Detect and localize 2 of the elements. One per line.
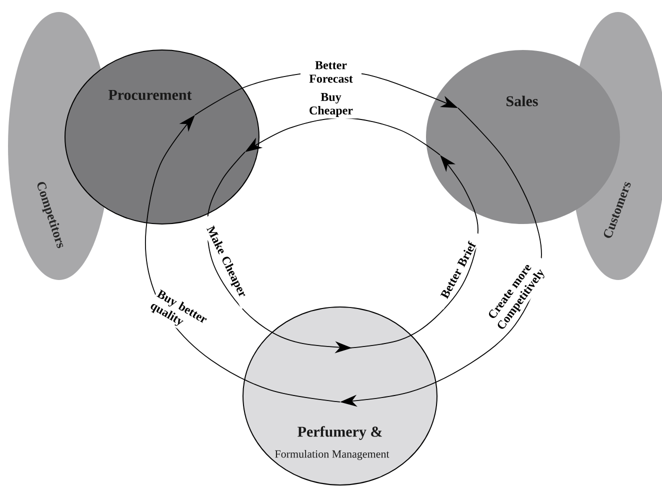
edge-label: Better Forecast (300, 60, 362, 84)
edge-label: Buy Cheaper (302, 92, 360, 118)
